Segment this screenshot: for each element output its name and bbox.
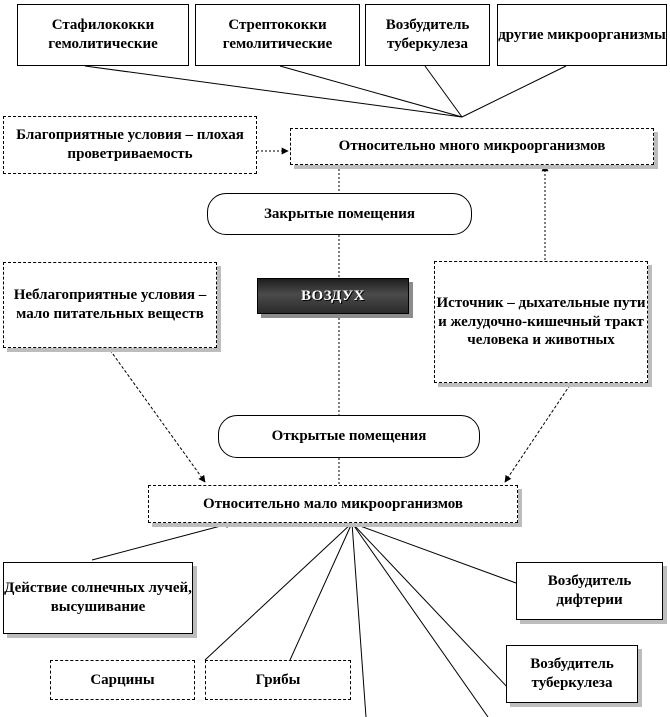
- open-label: Открытые помещения: [271, 428, 427, 445]
- box-streptococci-label: Стрептококки гемолитические: [222, 17, 333, 52]
- box-tuberculosis-top-label: Возбудитель туберкулеза: [385, 17, 470, 52]
- box-source: Источник – дыхательные пути и желудочно-…: [434, 261, 648, 383]
- air-label: ВОЗДУХ: [300, 287, 366, 304]
- box-staphylococci: Стафилококки гемолитические: [17, 4, 189, 66]
- source-label: Источник – дыхательные пути и желудочно-…: [436, 294, 646, 349]
- box-many-microorganisms: Относительно много микроорганизмов: [290, 128, 654, 165]
- box-sarcina: Сарцины: [50, 660, 195, 700]
- tuberculosis-bottom-label: Возбудитель туберкулеза: [530, 656, 614, 691]
- box-other-label: другие микроорганизмы: [498, 26, 666, 43]
- box-other-microorganisms: другие микроорганизмы: [497, 4, 667, 66]
- box-unfavorable-conditions: Неблагоприятные условия – мало питательн…: [3, 262, 217, 348]
- box-tuberculosis-bottom: Возбудитель туберкулеза: [506, 645, 638, 703]
- pill-open-rooms: Открытые помещения: [218, 415, 480, 458]
- box-diphtheria: Возбудитель дифтерии: [516, 562, 663, 620]
- closed-label: Закрытые помещения: [263, 205, 416, 222]
- many-label: Относительно много микроорганизмов: [338, 138, 606, 155]
- box-fungi: Грибы: [205, 660, 351, 700]
- box-favorable-conditions: Благоприятные условия – плохая проветрив…: [3, 116, 257, 174]
- few-label: Относительно мало микроорганизмов: [202, 495, 463, 512]
- box-tuberculosis-top: Возбудитель туберкулеза: [365, 4, 490, 66]
- sunlight-label: Действие солнечных лучей, высушивание: [4, 580, 192, 615]
- sarcina-label: Сарцины: [90, 671, 155, 688]
- diphtheria-label: Возбудитель дифтерии: [547, 573, 632, 608]
- pill-closed-rooms: Закрытые помещения: [207, 193, 472, 235]
- unfavorable-label: Неблагоприятные условия – мало питательн…: [13, 287, 207, 322]
- box-sunlight-drying: Действие солнечных лучей, высушивание: [3, 562, 193, 634]
- box-air: ВОЗДУХ: [257, 278, 409, 314]
- fungi-label: Грибы: [255, 671, 301, 688]
- box-staphylococci-label: Стафилококки гемолитические: [48, 17, 158, 52]
- box-streptococci: Стрептококки гемолитические: [195, 4, 360, 66]
- box-few-microorganisms: Относительно мало микроорганизмов: [148, 485, 518, 523]
- favorable-label: Благоприятные условия – плохая проветрив…: [16, 127, 244, 162]
